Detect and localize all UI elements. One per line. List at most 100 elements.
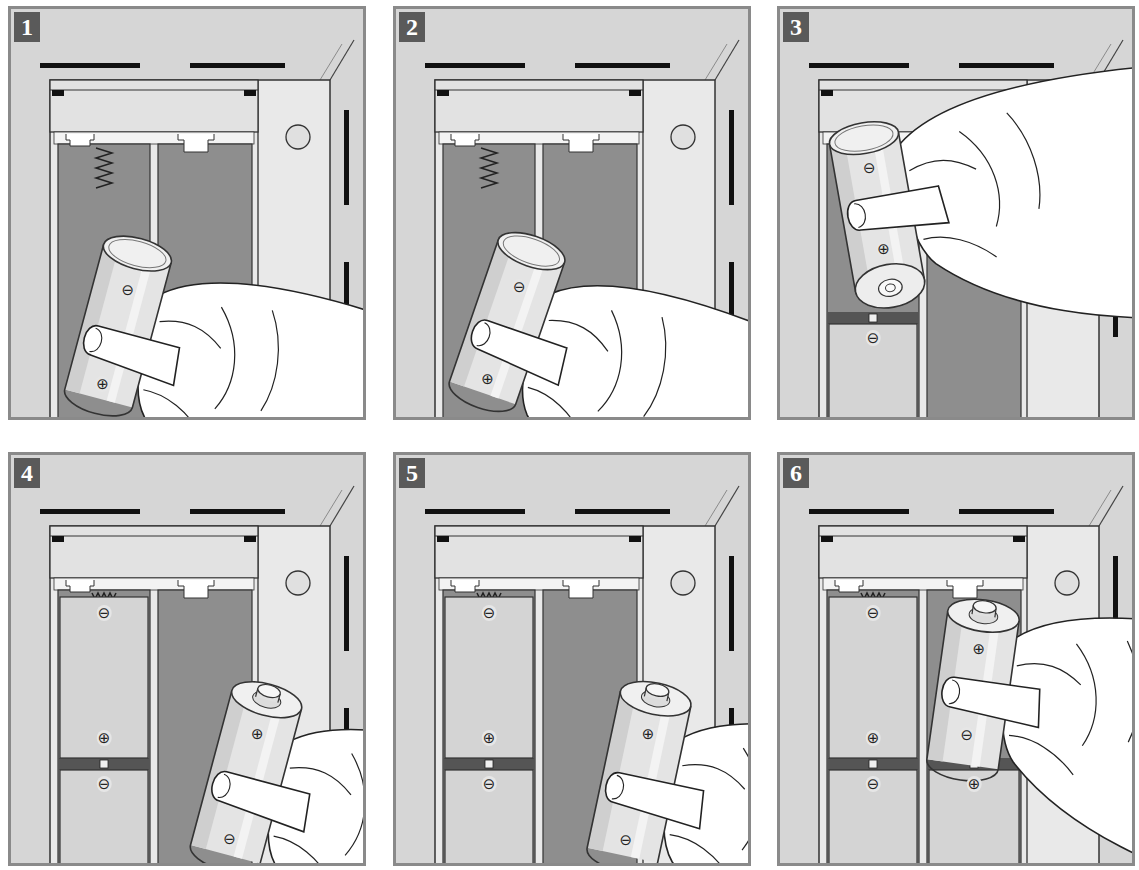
side-bar [729,110,734,205]
polarity-mark: ⊖ [959,727,974,743]
battery-top [493,225,569,277]
side-bar [729,556,734,651]
step-number: 5 [406,460,418,486]
step-number: 2 [406,14,418,40]
polarity-mark: ⊖ [866,330,881,346]
finger-line [579,310,638,414]
held-battery-group [566,676,751,866]
polarity-mark: ⊕ [971,641,986,657]
contact-tab [66,580,94,592]
cover-mark [437,536,449,542]
hand-thumb [939,676,1044,728]
battery-rim [500,230,564,272]
held-battery-group [825,52,1135,381]
contact-tab [451,580,479,592]
cover-mark [821,90,833,96]
separator-band [443,758,535,770]
held-battery-group [914,591,1135,866]
hand-thumb [601,771,707,829]
cover-line [50,90,258,91]
top-bar [575,509,670,514]
battery-rim [106,234,169,273]
finger-line [923,227,996,269]
spring [96,148,112,188]
polarity-mark: ⊖ [97,776,112,792]
top-bar [425,509,525,514]
panel-illustration [393,6,751,420]
step-badge: 5 [399,458,425,488]
top-bar [190,509,285,514]
polarity-mark: ⊖ [866,605,881,621]
cover-mark [437,90,449,96]
polarity-mark: ⊖ [97,605,112,621]
finger-line [1007,109,1044,211]
cover-mark [821,536,833,542]
side-bar [344,110,349,205]
step-panel: 3 [777,6,1135,420]
side-bar [344,556,349,651]
panel-illustration [393,452,751,866]
contact-tab [563,134,599,152]
step-panel: 2 [393,6,751,420]
thumb-nail [612,775,626,800]
housing-button [286,571,310,595]
polarity-mark: ⊖ [866,776,881,792]
polarity-mark: ⊖ [222,831,237,847]
step-badge: 3 [783,12,809,42]
seated-battery [445,597,533,758]
perspective-edge [705,44,727,80]
contact-tab [178,134,214,152]
polarity-mark: ⊖ [618,832,633,848]
battery-nub-top [645,682,670,699]
contact-tab [451,134,479,146]
battery-slot [443,590,535,866]
battery-nub-top [972,599,996,614]
polarity-mark: ⊕ [482,730,497,746]
top-bar [959,63,1054,68]
cover-lip [435,80,643,132]
finger-line [196,307,249,411]
hand-thumb [845,185,949,240]
top-bar [190,63,285,68]
thumb-nail [89,328,104,354]
perspective-edge [320,44,342,80]
separator-contact [869,314,877,322]
battery-slot [58,590,150,866]
cover-line [819,536,1027,537]
top-bar [809,509,909,514]
polarity-mark: ⊖ [862,160,877,176]
spring [481,148,497,188]
battery-slot [827,590,919,866]
finger-line [1062,644,1104,747]
battery-rim [833,121,895,155]
finger-line [246,310,291,412]
step-panel: 5 [393,452,751,866]
seated-battery [60,597,148,758]
step-panel: 4 [8,452,366,866]
cover-mark [629,90,641,96]
finger-line [1015,661,1082,685]
thumb-nail [949,680,961,705]
contact-tab [563,580,599,598]
cover-lip [435,526,643,578]
top-bar [40,63,140,68]
finger-line [723,748,751,852]
battery-bottom-nub [877,277,903,298]
polarity-mark: ⊕ [866,730,881,746]
finger-line [1005,735,1078,775]
step-number: 4 [21,460,33,486]
finger-line [326,754,366,858]
perspective-edge [1099,486,1123,526]
finger-line [518,387,593,420]
perspective-edge [330,486,354,526]
separator-contact [869,760,877,768]
battery-bottom-dot [885,283,896,292]
cover-mark [1013,536,1025,542]
step-badge: 1 [14,12,40,42]
housing-button [1055,571,1079,595]
finger-line [1113,641,1135,743]
seated-battery [829,324,917,420]
perspective-edge [715,486,739,526]
panel-illustration [777,6,1135,420]
